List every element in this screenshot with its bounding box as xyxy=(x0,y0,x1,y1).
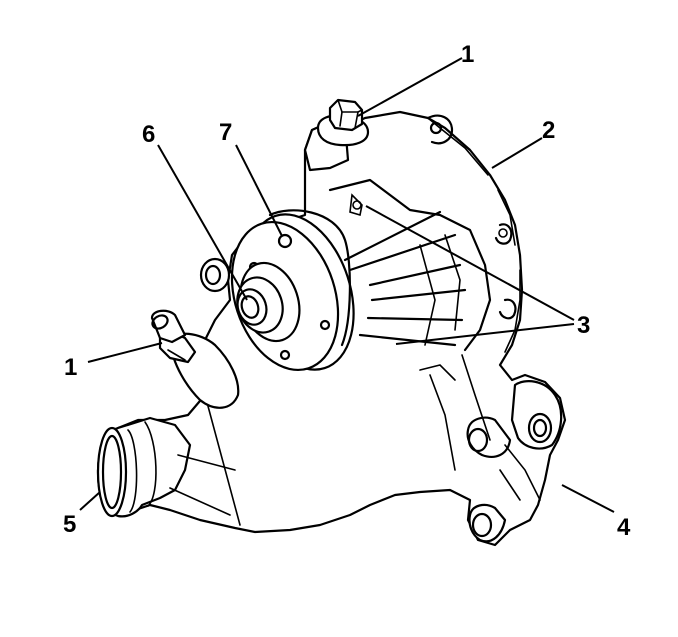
pulley-flange xyxy=(199,209,355,372)
impeller-webs xyxy=(328,178,492,471)
callout-labels: 1 2 3 1 4 5 6 7 xyxy=(63,41,631,541)
callout-7: 7 xyxy=(219,119,232,146)
leader-1-left xyxy=(87,342,163,363)
callout-3: 3 xyxy=(577,312,590,339)
leader-3a xyxy=(365,205,575,321)
callout-1-top: 1 xyxy=(461,41,474,68)
leader-lines xyxy=(79,57,615,513)
bleed-fitting xyxy=(150,309,240,409)
callout-1-left: 1 xyxy=(64,354,77,381)
leader-6 xyxy=(157,144,248,301)
callout-6: 6 xyxy=(142,121,155,148)
leader-2 xyxy=(491,137,543,169)
leader-5 xyxy=(79,491,101,511)
leader-7 xyxy=(235,144,283,237)
flange-bolt-hole xyxy=(277,233,293,249)
callout-4: 4 xyxy=(617,514,631,541)
leader-4 xyxy=(561,484,615,513)
callout-2: 2 xyxy=(542,117,555,144)
leader-1-top xyxy=(357,57,463,117)
top-bolt xyxy=(303,98,370,172)
leader-3b xyxy=(395,323,575,345)
callout-5: 5 xyxy=(63,511,76,538)
outlet-neck xyxy=(96,394,241,526)
